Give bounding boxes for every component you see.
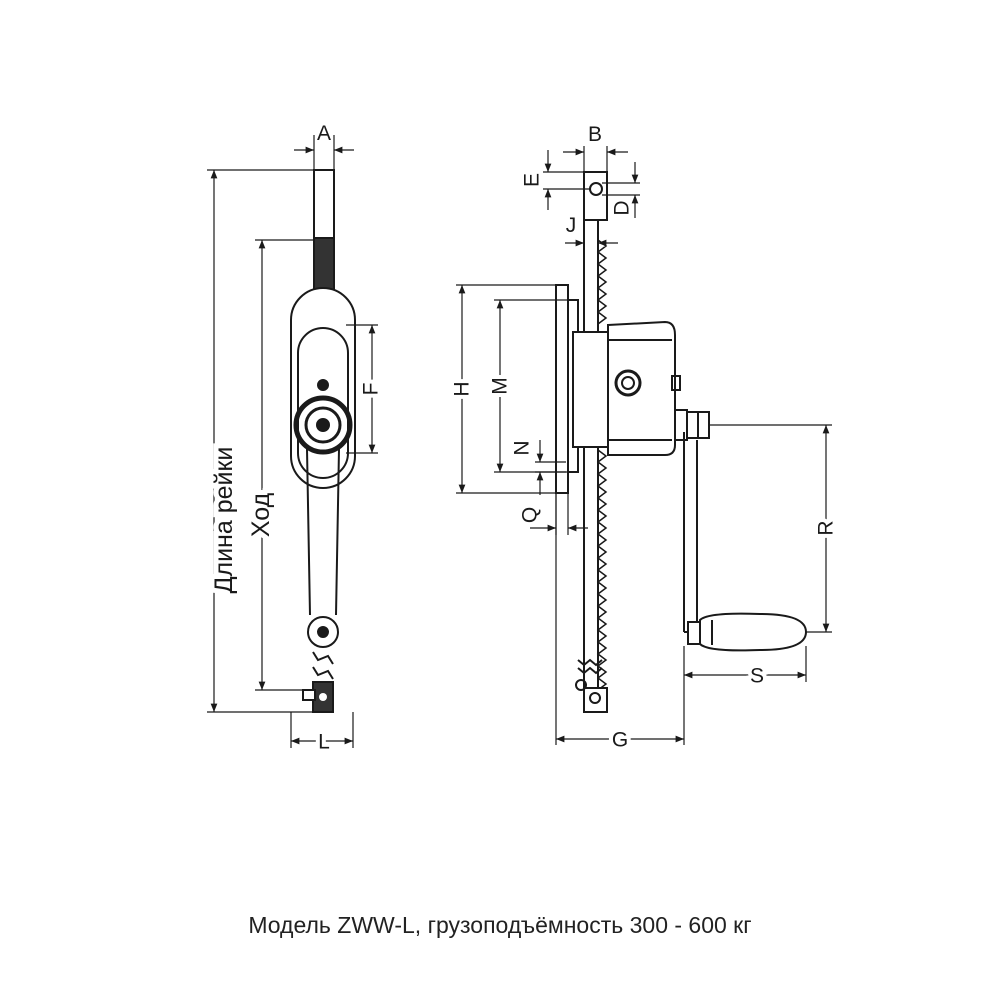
crank-hub-mid	[304, 406, 342, 444]
dimension-labels: A L F Длина рейки Ход B E D J H M N Q R …	[205, 122, 842, 758]
gearbox-bolt	[614, 369, 642, 397]
crank-arm	[306, 448, 340, 616]
label-d: D	[611, 200, 634, 215]
side-dimensions	[456, 146, 832, 745]
rack-teeth	[596, 239, 608, 703]
side-handle-grip	[699, 612, 808, 652]
label-g: G	[612, 729, 628, 752]
label-stroke: Ход	[247, 492, 275, 537]
label-r: R	[815, 520, 838, 535]
label-f: F	[360, 383, 383, 396]
label-a: A	[317, 122, 331, 145]
side-view	[555, 171, 808, 713]
label-q: Q	[519, 507, 542, 523]
label-j: J	[566, 214, 577, 237]
label-e: E	[521, 173, 544, 187]
rack-upper	[313, 169, 335, 239]
label-s: S	[750, 665, 764, 688]
crank-hub-outer	[293, 395, 353, 455]
housing-inner	[297, 327, 349, 479]
housing-pin	[317, 379, 329, 391]
rack-top	[583, 171, 608, 221]
shaft	[674, 409, 688, 441]
label-m: M	[489, 377, 512, 395]
front-dimensions	[207, 135, 378, 748]
gear-housing	[572, 331, 609, 448]
label-n: N	[511, 440, 534, 455]
label-l: L	[318, 731, 330, 754]
crank-handle-pivot	[317, 626, 329, 638]
front-view	[290, 169, 356, 713]
break-line	[312, 651, 334, 665]
gearbox-body	[607, 320, 676, 456]
label-b: B	[588, 123, 602, 146]
label-rack-length: Длина рейки	[210, 447, 238, 594]
crank-hub-center	[316, 418, 330, 432]
side-handle-base	[687, 621, 701, 645]
label-h: H	[451, 381, 474, 396]
side-crank-arm	[683, 432, 698, 632]
figure-caption: Модель ZWW-L, грузоподъёмность 300 - 600…	[248, 912, 752, 938]
